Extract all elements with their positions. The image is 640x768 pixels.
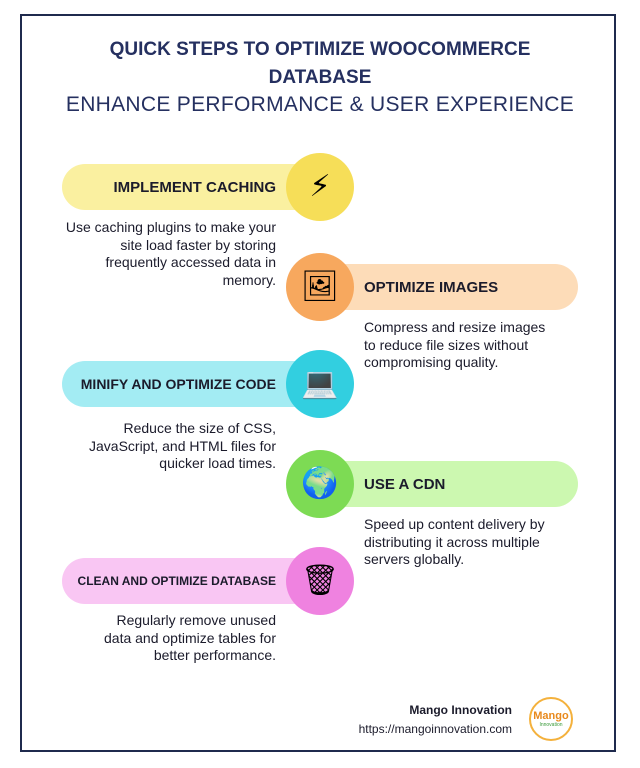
- brand-name: Mango Innovation: [409, 703, 512, 717]
- step-use-cdn-desc: Speed up content delivery by distributin…: [364, 516, 545, 567]
- wastebasket-icon: 🗑: [286, 547, 354, 615]
- mango-logo: Mango Innovation: [529, 697, 573, 741]
- globe-icon: 🌍: [286, 450, 354, 518]
- step-title: MINIFY AND OPTIMIZE CODE: [80, 376, 276, 392]
- title-line-1: QUICK STEPS TO OPTIMIZE WOOCOMMERCE: [109, 39, 531, 60]
- step-minify-code-desc: Reduce the size of CSS, JavaScript, and …: [89, 420, 276, 471]
- framed-picture-icon: 🖼: [286, 253, 354, 321]
- page-title: QUICK STEPS TO OPTIMIZE WOOCOMMERCE DATA…: [0, 36, 640, 92]
- laptop-icon: 💻: [286, 350, 354, 418]
- step-clean-database-desc: Regularly remove unused data and optimiz…: [104, 612, 276, 663]
- step-title: OPTIMIZE IMAGES: [364, 278, 499, 296]
- step-implement-caching-desc: Use caching plugins to make your site lo…: [65, 219, 276, 288]
- step-optimize-images-desc: Compress and resize images to reduce fil…: [364, 319, 546, 370]
- title-line-2: DATABASE: [268, 67, 372, 88]
- page-subtitle: ENHANCE PERFORMANCE & USER EXPERIENCE: [65, 93, 575, 116]
- step-title: USE A CDN: [364, 475, 446, 493]
- lightning-icon: ⚡: [286, 153, 354, 221]
- brand-url[interactable]: https://mangoinnovation.com: [358, 722, 512, 736]
- step-title: IMPLEMENT CACHING: [113, 178, 277, 196]
- step-title: CLEAN AND OPTIMIZE DATABASE: [77, 574, 276, 588]
